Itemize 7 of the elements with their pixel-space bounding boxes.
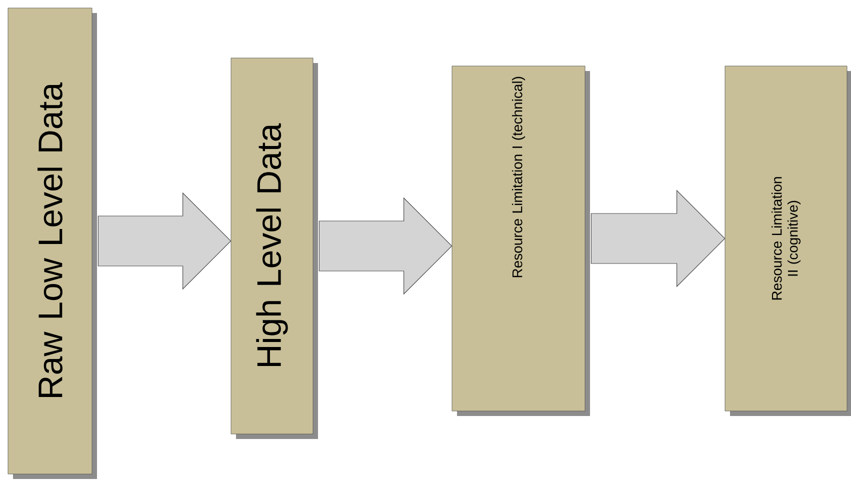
process-box: Raw Low Level Data — [8, 8, 97, 479]
process-box: High Level Data — [230, 58, 318, 439]
process-box: Resource Limitation I (technical) — [452, 66, 590, 416]
block-arrow — [318, 197, 452, 295]
block-arrow — [590, 190, 726, 288]
block-arrow — [98, 192, 232, 290]
process-box: Resource Limitation II (cognitive) — [724, 66, 851, 416]
